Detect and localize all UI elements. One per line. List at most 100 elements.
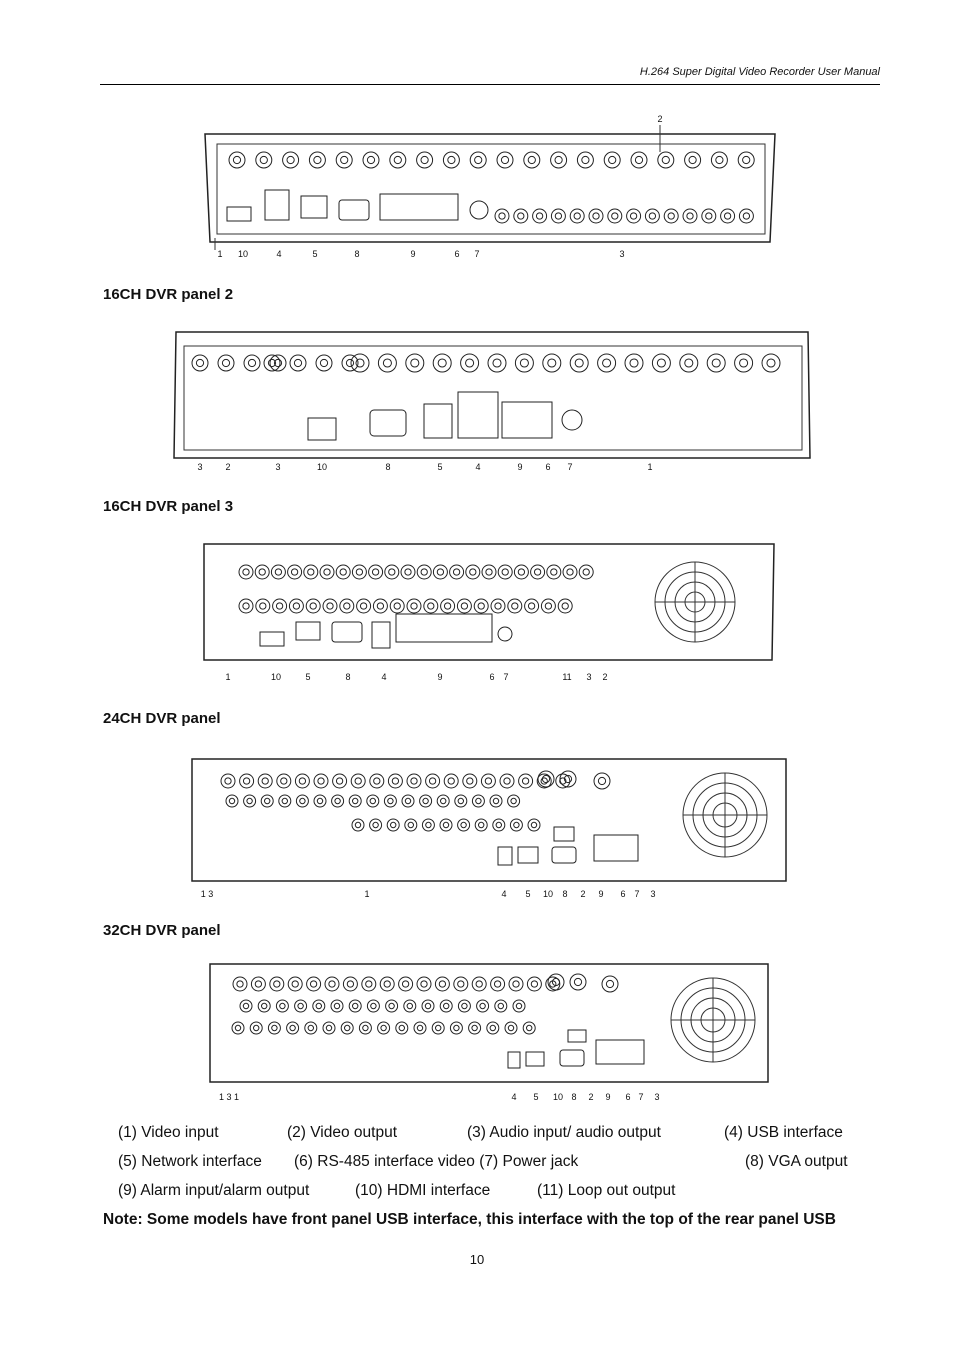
bnc-connector-core	[739, 358, 749, 368]
callout-number: 9	[437, 672, 442, 682]
bnc-connector-core	[410, 358, 420, 368]
callout-number: 9	[605, 1092, 610, 1102]
bnc-connector	[350, 773, 366, 789]
running-header: H.264 Super Digital Video Recorder User …	[639, 66, 880, 78]
bnc-connector	[303, 564, 319, 580]
bnc-connector-core	[393, 155, 402, 165]
bnc-connector	[530, 564, 546, 580]
bnc-connector	[507, 598, 523, 614]
bnc-connector	[356, 598, 372, 614]
bnc-connector-core	[406, 1002, 414, 1010]
note-text: Note: Some models have front panel USB i…	[103, 1211, 836, 1228]
bnc-connector-core	[359, 602, 368, 610]
bnc-connector	[555, 773, 571, 789]
bnc-connector-core	[253, 1024, 260, 1032]
bnc-connector	[306, 976, 322, 992]
bnc-connector	[523, 151, 541, 169]
bnc-connector	[377, 353, 397, 373]
callout-number: 6	[620, 889, 625, 899]
bnc-connector-core	[544, 602, 553, 610]
bnc-connector-core	[479, 1002, 486, 1010]
bnc-connector	[504, 1021, 518, 1035]
bnc-connector	[249, 1021, 263, 1035]
bnc-connector-core	[380, 1024, 387, 1032]
bnc-connector-core	[328, 980, 336, 988]
bnc-connector-core	[370, 1002, 377, 1010]
bnc-connector-core	[410, 777, 418, 785]
bnc-connector-core	[452, 568, 461, 576]
bnc-connector-core	[404, 568, 412, 576]
bnc-connector	[557, 598, 573, 614]
bnc-connector	[366, 999, 380, 1013]
bnc-connector	[250, 976, 266, 992]
bnc-connector-core	[259, 155, 268, 165]
bnc-connector-core	[313, 155, 322, 165]
bnc-connector	[358, 1021, 372, 1035]
bnc-connector	[603, 151, 621, 169]
bnc-connector-core	[259, 602, 267, 610]
bnc-connector-core	[519, 358, 529, 368]
bnc-connector-core	[435, 1024, 442, 1032]
bnc-connector-core	[340, 155, 349, 165]
legend-item: (6) RS-485 interface video (7) Power jac…	[294, 1153, 579, 1170]
callout-number: 7	[474, 249, 479, 259]
bnc-connector	[492, 818, 506, 832]
bnc-connector	[547, 973, 565, 991]
caption-24ch-panel: 24CH DVR panel	[103, 710, 221, 727]
bnc-connector-core	[309, 980, 318, 988]
bnc-connector	[282, 151, 300, 169]
bnc-connector	[243, 794, 257, 808]
bnc-connector	[383, 794, 397, 808]
bnc-connector-core	[407, 821, 415, 829]
legend-item: (9) Alarm input/alarm output	[118, 1182, 310, 1199]
bnc-connector-core	[547, 358, 557, 368]
callout-number: 7	[634, 889, 639, 899]
bnc-connector-core	[388, 1002, 395, 1010]
callout-number: 8	[385, 462, 390, 472]
bnc-connector	[350, 353, 370, 373]
bnc-connector-core	[221, 358, 231, 368]
bnc-connector-core	[258, 568, 266, 576]
bnc-connector-core	[498, 212, 506, 220]
bnc-connector	[684, 151, 702, 169]
bnc-connector	[542, 353, 562, 373]
callout-number: 3	[654, 1092, 659, 1102]
bnc-connector-core	[469, 568, 477, 576]
bnc-connector-core	[382, 358, 392, 368]
bnc-connector	[286, 1021, 300, 1035]
bnc-connector	[465, 564, 481, 580]
bnc-connector-core	[513, 821, 520, 829]
bnc-connector	[191, 354, 209, 372]
legend-item: (4) USB interface	[724, 1124, 843, 1141]
bnc-connector	[710, 151, 728, 169]
bnc-connector-core	[438, 980, 447, 988]
bnc-connector	[442, 151, 460, 169]
bnc-connector-core	[475, 980, 483, 988]
bnc-connector-core	[517, 568, 526, 576]
callout-number: 6	[454, 249, 459, 259]
bnc-connector	[738, 208, 754, 224]
bnc-connector	[663, 208, 679, 224]
bnc-connector-core	[261, 777, 269, 785]
bnc-connector	[238, 598, 254, 614]
bnc-connector-core	[443, 1002, 450, 1010]
bnc-connector-core	[684, 358, 694, 368]
bnc-connector	[220, 773, 236, 789]
bnc-connector-core	[309, 602, 317, 610]
bnc-connector-core	[299, 797, 306, 805]
callout-number: 1 3 1	[219, 1092, 239, 1102]
bnc-connector-core	[511, 602, 519, 610]
callout-number: 4	[475, 462, 480, 472]
bnc-connector-core	[551, 977, 561, 987]
bnc-connector	[238, 564, 254, 580]
bnc-connector-core	[298, 777, 307, 785]
bnc-connector	[761, 353, 781, 373]
bnc-connector	[322, 598, 338, 614]
bnc-connector	[545, 976, 561, 992]
bnc-connector	[462, 773, 478, 789]
bnc-connector	[562, 564, 578, 580]
bnc-connector-core	[503, 777, 511, 785]
bnc-connector	[481, 564, 497, 580]
bnc-connector-core	[232, 155, 242, 165]
